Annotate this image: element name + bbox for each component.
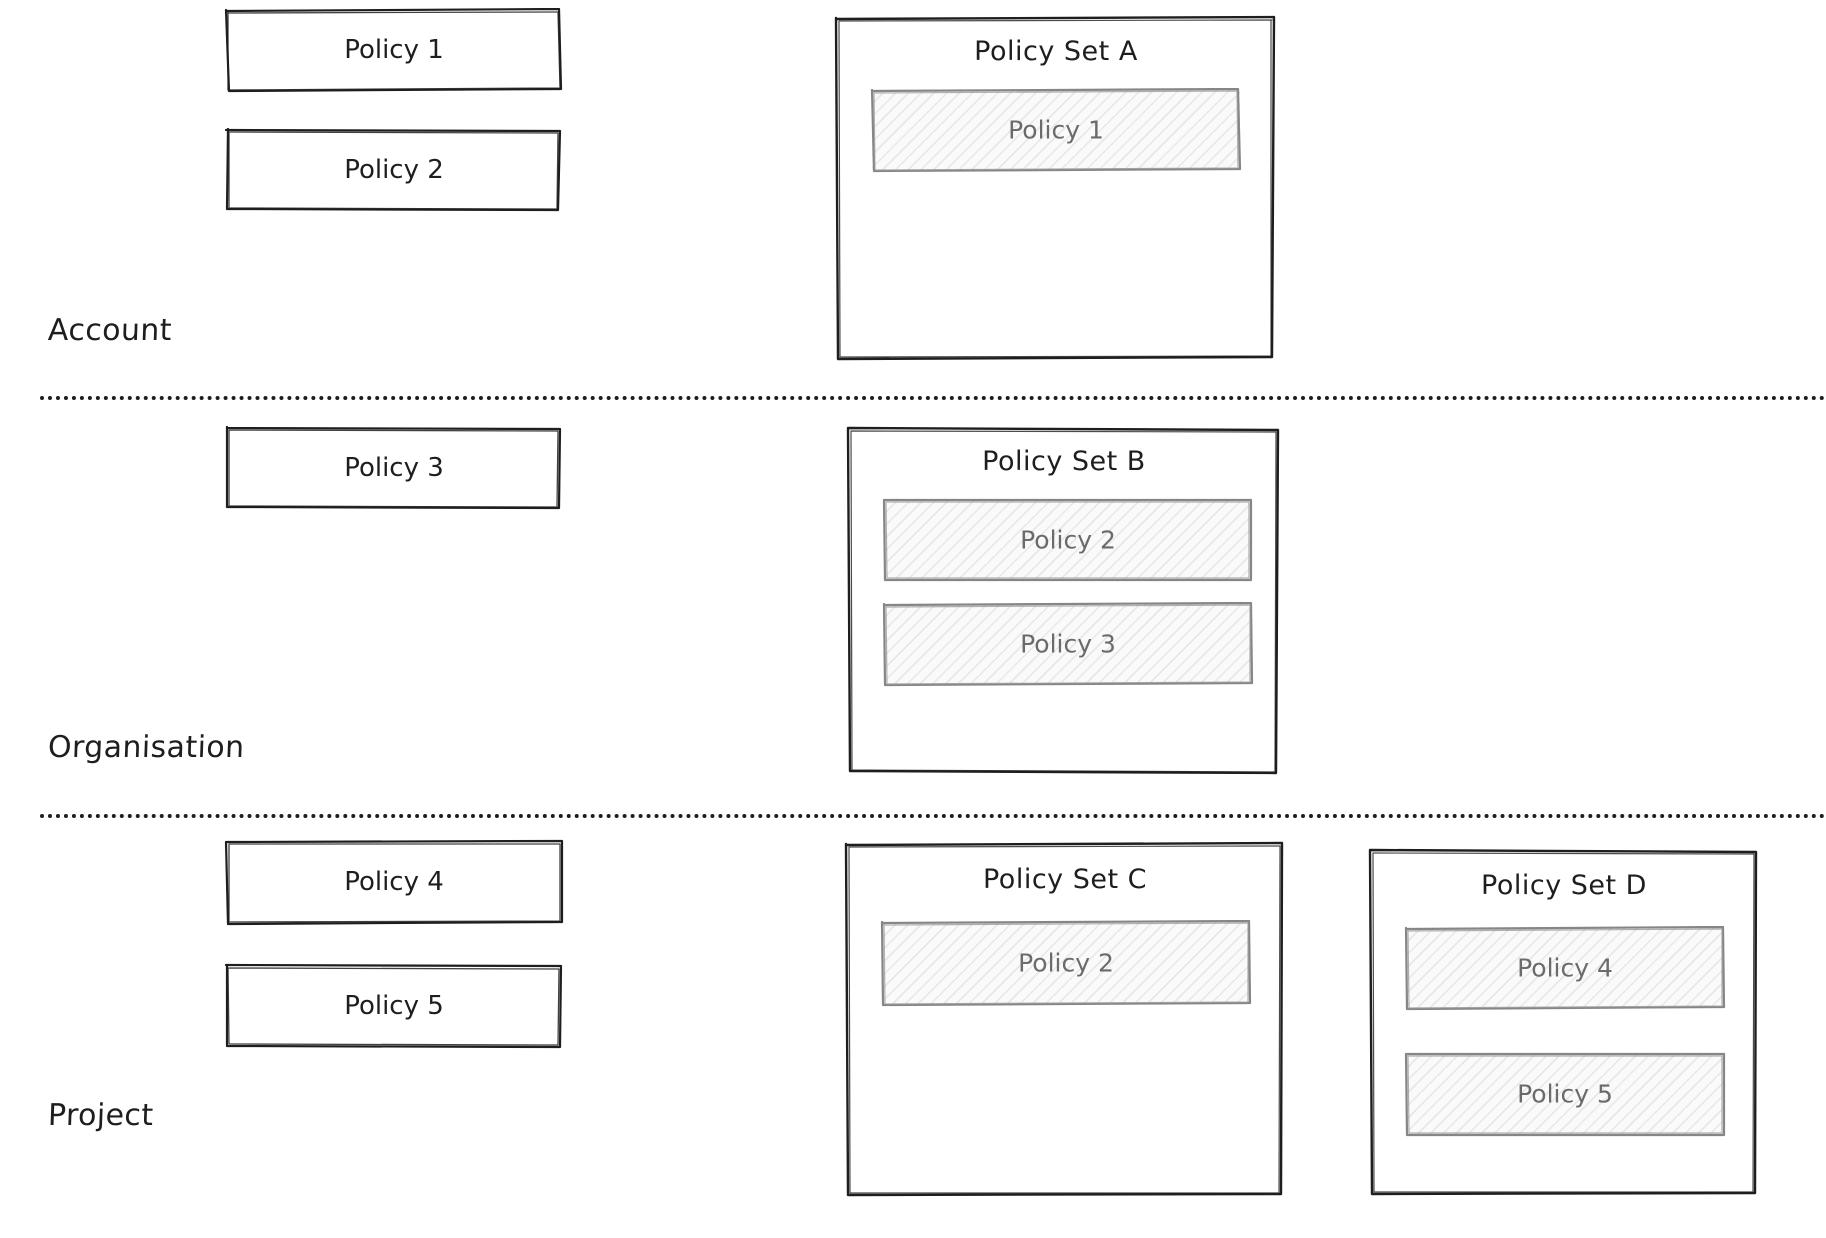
band-divider-account-organisation [40,396,1826,400]
policy-set-b[interactable]: Policy Set B Policy 2 Policy 3 [846,426,1280,775]
policy-set-d[interactable]: Policy Set D Policy 4 Policy 5 [1368,848,1758,1196]
policy-set-member-policy-2[interactable]: Policy 2 [880,919,1252,1007]
sketch-border [882,498,1253,582]
policy-card-policy-2[interactable]: Policy 2 [224,127,562,212]
sketch-border [880,919,1252,1007]
sketch-border [224,127,562,212]
policy-card-policy-4[interactable]: Policy 4 [224,839,564,926]
hatch-fill [884,500,1252,580]
band-divider-organisation-project [40,814,1826,818]
policy-set-member-policy-5[interactable]: Policy 5 [1404,1052,1726,1137]
hatch-fill [1406,1054,1724,1134]
band-label-organisation: Organisation [47,730,246,765]
sketch-border [224,7,563,93]
sketch-border [1404,1052,1726,1137]
policy-card-policy-3[interactable]: Policy 3 [225,425,562,510]
hatch-fill [872,90,1240,170]
hatch-fill [1406,928,1724,1008]
sketch-border [882,601,1254,687]
hatch-fill [884,604,1252,684]
policy-set-title: Policy Set A [974,36,1138,67]
policy-set-title: Policy Set D [1481,870,1647,901]
sketch-border [834,15,1276,361]
policy-set-member-policy-2[interactable]: Policy 2 [882,498,1253,582]
policy-set-member-policy-3[interactable]: Policy 3 [882,601,1254,687]
policy-set-member-policy-4[interactable]: Policy 4 [1404,925,1726,1011]
policy-set-title: Policy Set C [982,864,1148,895]
sketch-border [1404,925,1726,1011]
policy-set-title: Policy Set B [982,446,1146,477]
sketch-border [844,841,1284,1197]
sketch-border [224,839,564,926]
policy-set-member-policy-1[interactable]: Policy 1 [870,87,1242,173]
sketch-border [846,426,1280,775]
policy-card-policy-5[interactable]: Policy 5 [224,963,563,1049]
band-label-account: Account [47,313,173,348]
sketch-border [1368,848,1758,1196]
sketch-border [225,425,562,510]
band-label-project: Project [47,1098,155,1133]
hatch-fill [882,922,1250,1004]
policy-card-policy-1[interactable]: Policy 1 [224,7,563,93]
sketch-border [870,87,1242,173]
policy-set-c[interactable]: Policy Set C Policy 2 [844,841,1284,1197]
policy-set-a[interactable]: Policy Set A Policy 1 [834,15,1276,361]
sketch-border [224,963,563,1049]
